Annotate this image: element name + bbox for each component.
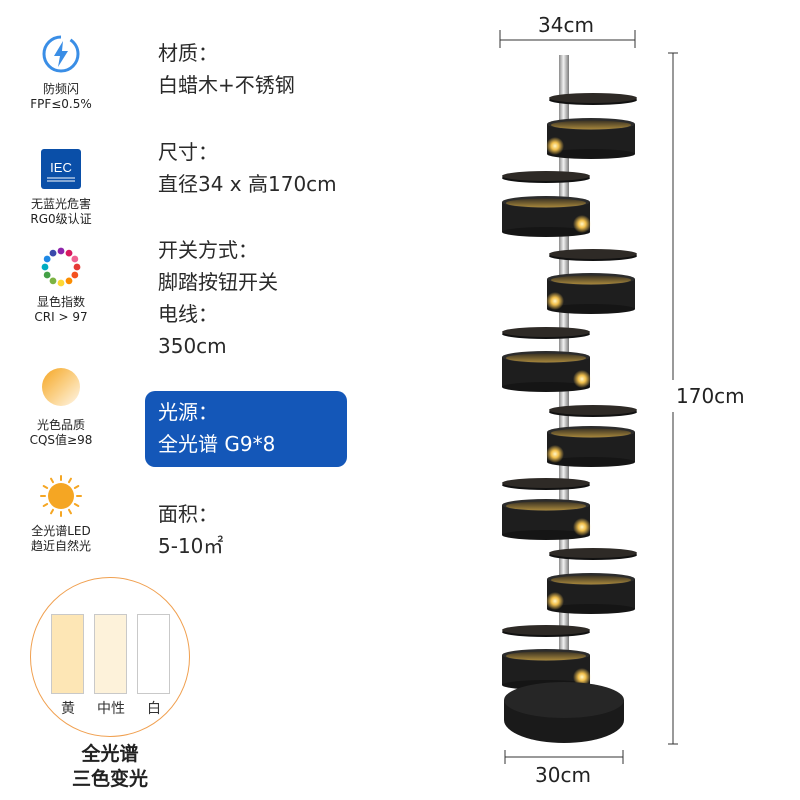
bulb-glow bbox=[573, 668, 591, 686]
lamp-disc bbox=[549, 249, 637, 259]
dimension-height: 170cm bbox=[676, 384, 745, 408]
flicker-free-icon bbox=[39, 32, 83, 76]
color-temp-ring bbox=[30, 577, 190, 737]
spec-area: 面积： 5-10㎡ bbox=[158, 498, 223, 562]
bulb-glow bbox=[573, 215, 591, 233]
badge-value: RG0级认证 bbox=[30, 212, 92, 226]
lamp-disc bbox=[549, 548, 637, 558]
floor-lamp-illustration bbox=[499, 30, 678, 764]
bulb-glow bbox=[546, 592, 564, 610]
bulb-glow bbox=[546, 292, 564, 310]
spec-light-source-highlight: 光源： 全光谱 G9*8 bbox=[145, 391, 347, 467]
iec-icon: IEC bbox=[39, 147, 83, 191]
spec-material-label: 材质： bbox=[158, 41, 218, 65]
lamp-disc bbox=[502, 327, 590, 337]
lamp-disc bbox=[549, 405, 637, 415]
swatch-label-white: 白 bbox=[147, 701, 161, 717]
color-wheel-icon bbox=[39, 245, 83, 289]
badge-label: 全光谱LED bbox=[31, 524, 91, 538]
swatch-yellow bbox=[51, 614, 84, 694]
spec-switch-value: 脚踏按钮开关 bbox=[158, 270, 278, 294]
swatch-neutral bbox=[94, 614, 127, 694]
bulb-glow bbox=[573, 370, 591, 388]
spec-size-label: 尺寸： bbox=[158, 140, 218, 164]
lamp-disc bbox=[502, 625, 590, 635]
spec-cable-value: 350cm bbox=[158, 334, 227, 358]
dimension-lines bbox=[499, 30, 678, 764]
color-temp-subtitle: 三色变光 bbox=[71, 768, 148, 790]
badge-cri: 显色指数 CRI > 97 bbox=[8, 245, 114, 325]
badge-flicker-free: 防频闪 FPF≤0.5% bbox=[8, 32, 114, 112]
spec-source-label: 光源： bbox=[158, 400, 218, 424]
dimension-base-width: 30cm bbox=[535, 763, 591, 787]
badge-iec: IEC 无蓝光危害 RG0级认证 bbox=[8, 147, 114, 227]
light-quality-icon bbox=[39, 368, 83, 412]
spec-switch: 开关方式： 脚踏按钮开关 电线： 350cm bbox=[158, 234, 278, 362]
badge-label: 无蓝光危害 bbox=[30, 197, 91, 211]
badge-cqs: 光色品质 CQS值≥98 bbox=[8, 365, 114, 448]
svg-text:IEC: IEC bbox=[50, 160, 72, 175]
lamp-disc bbox=[502, 478, 590, 488]
badge-label: 光色品质 bbox=[36, 418, 85, 432]
lamp-disc bbox=[502, 171, 590, 181]
badge-full-spectrum: 全光谱LED 趋近自然光 bbox=[8, 474, 114, 554]
badge-value: CRI > 97 bbox=[34, 310, 88, 324]
swatch-label-yellow: 黄 bbox=[61, 701, 75, 717]
badge-label: 显色指数 bbox=[36, 295, 85, 309]
spec-area-value: 5-10㎡ bbox=[158, 534, 224, 558]
bulb-glow bbox=[573, 518, 591, 536]
spec-source-value: 全光谱 G9*8 bbox=[158, 432, 276, 456]
badge-value: 趋近自然光 bbox=[30, 539, 91, 553]
spec-material-value: 白蜡木+不锈钢 bbox=[158, 73, 295, 97]
swatch-label-neutral: 中性 bbox=[97, 701, 125, 717]
color-temp-title: 全光谱 bbox=[81, 743, 139, 765]
badge-value: CQS值≥98 bbox=[29, 433, 93, 447]
spec-area-label: 面积： bbox=[158, 502, 218, 526]
badge-label: 防频闪 bbox=[42, 82, 79, 96]
swatch-white bbox=[137, 614, 170, 694]
sun-icon bbox=[39, 474, 83, 518]
spec-size: 尺寸： 直径34 x 高170cm bbox=[158, 136, 337, 200]
bulb-glow bbox=[546, 445, 564, 463]
lamp-disc bbox=[549, 93, 637, 103]
badge-value: FPF≤0.5% bbox=[30, 97, 92, 111]
spec-switch-label: 开关方式： bbox=[158, 238, 258, 262]
spec-material: 材质： 白蜡木+不锈钢 bbox=[158, 37, 295, 101]
bulb-glow bbox=[546, 137, 564, 155]
spec-cable-label: 电线： bbox=[158, 302, 218, 326]
spec-size-value: 直径34 x 高170cm bbox=[158, 172, 337, 196]
dimension-top-width: 34cm bbox=[538, 13, 594, 37]
